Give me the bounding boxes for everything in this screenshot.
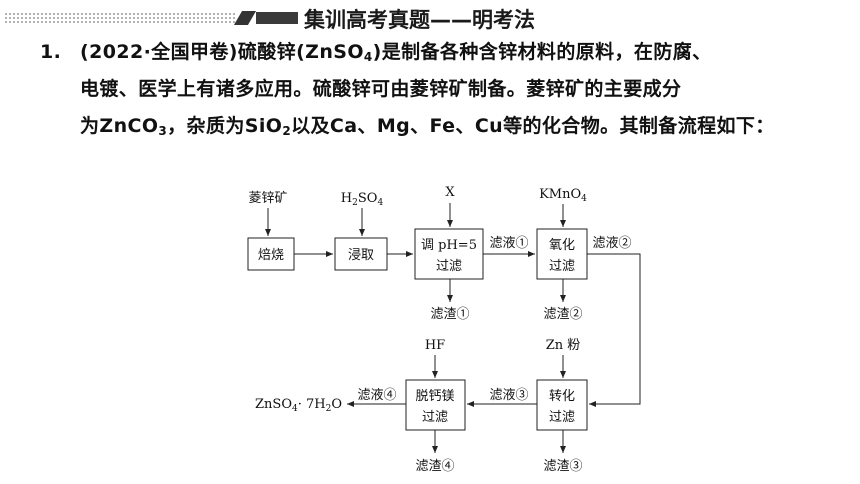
box-roast-label: 焙烧 (258, 248, 284, 263)
input-x-label: X (445, 185, 455, 200)
subscript: 3 (158, 124, 168, 138)
box-oxidation (536, 228, 588, 280)
dotted-decoration (4, 12, 236, 24)
box-oxid-label-2: 过滤 (549, 259, 575, 274)
problem-text: 1. (2022·全国甲卷)硫酸锌(ZnSO4)是制备各种含锌材料的原料，在防腐、… (40, 34, 852, 145)
input-acid-label: H2SO4 (341, 191, 384, 208)
box-decal-label-1: 脱钙镁 (415, 389, 454, 404)
subscript: 2 (282, 124, 292, 138)
filtrate-4-label: 滤液④ (357, 388, 396, 403)
filtrate-3-label: 滤液③ (489, 388, 528, 403)
box-ph-label-2: 过滤 (436, 259, 462, 274)
bar-decoration (256, 12, 298, 24)
problem-line-2: 电镀、医学上有诸多应用。硫酸锌可由菱锌矿制备。菱锌矿的主要成分 (80, 78, 682, 100)
subscript: 4 (363, 50, 373, 64)
problem-line-3-part-b: ，杂质为SiO (167, 115, 283, 137)
problem-number: 1. (40, 41, 62, 63)
input-ore-label: 菱锌矿 (248, 191, 287, 206)
section-header: 集训高考真题——明考法 (0, 0, 860, 40)
box-trans-label-2: 过滤 (549, 410, 575, 425)
problem-line-3: 为ZnCO3，杂质为SiO2以及Ca、Mg、Fe、Cu等的化合物。其制备流程如下… (40, 108, 852, 145)
box-leach (334, 237, 388, 271)
box-leach-label: 浸取 (348, 248, 374, 263)
box-oxid-label-1: 氧化 (549, 238, 575, 253)
box-transform (536, 379, 588, 431)
input-zn-label: Zn 粉 (546, 338, 581, 353)
problem-line-1-part-b: )是制备各种含锌材料的原料，在防腐、 (372, 41, 712, 63)
filtrate-1-label: 滤液① (489, 236, 528, 251)
residue-1-label: 滤渣① (430, 307, 469, 322)
residue-3-label: 滤渣③ (543, 459, 582, 474)
process-flowchart: 菱锌矿 H2SO4 X KMnO4 焙烧 浸取 调 pH=5 过滤 滤液① 氧化… (247, 185, 641, 474)
box-ph-label-1: 调 pH=5 (421, 238, 477, 253)
problem-line-1: 1. (2022·全国甲卷)硫酸锌(ZnSO4)是制备各种含锌材料的原料，在防腐、 (40, 34, 852, 71)
slash-decoration (233, 11, 257, 25)
residue-2-label: 滤渣② (543, 307, 582, 322)
product-label: ZnSO4· 7H2O (255, 397, 342, 414)
input-kmno4-label: KMnO4 (539, 187, 587, 204)
box-decalcify (405, 379, 466, 431)
problem-line-3-part-a: 为ZnCO (80, 115, 159, 137)
box-decal-label-2: 过滤 (422, 410, 448, 425)
input-hf-label: HF (425, 338, 445, 353)
problem-line-3-part-c: 以及Ca、Mg、Fe、Cu等的化合物。其制备流程如下： (291, 115, 775, 137)
section-title: 集训高考真题——明考法 (304, 8, 535, 32)
problem-line-1-part-a: (2022·全国甲卷)硫酸锌(ZnSO (80, 41, 364, 63)
box-trans-label-1: 转化 (549, 389, 575, 404)
filtrate-2-label: 滤液② (592, 236, 631, 251)
residue-4-label: 滤渣④ (415, 459, 454, 474)
arrow-oxid-trans (587, 253, 641, 407)
